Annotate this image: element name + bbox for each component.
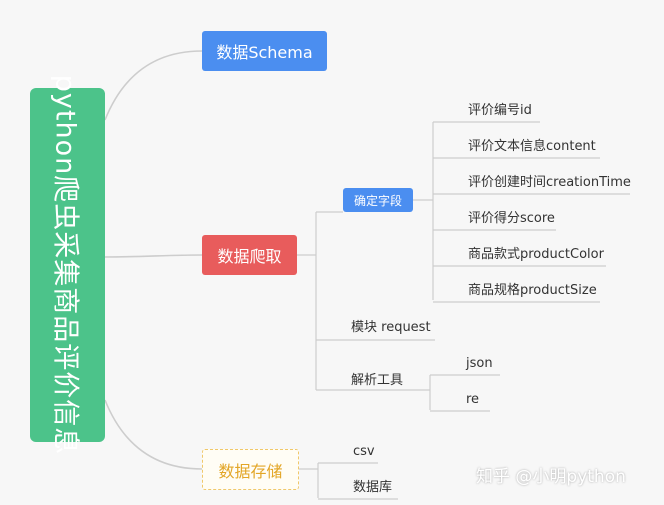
branch-crawl-label: 数据爬取 (217, 247, 282, 266)
branch-crawl[interactable]: 数据爬取 (202, 235, 297, 275)
parser-json[interactable]: json (466, 356, 493, 371)
subtopic-fields-label: 确定字段 (353, 193, 402, 208)
store-database[interactable]: 数据库 (353, 480, 393, 495)
root-topic-label: python爬虫采集商品评价信息 (49, 74, 80, 456)
root-topic[interactable]: python爬虫采集商品评价信息 (30, 75, 105, 455)
parser-re[interactable]: re (466, 392, 480, 407)
branch-store-label: 数据存储 (218, 461, 283, 481)
subtopic-fields[interactable]: 确定字段 (343, 188, 413, 212)
watermark: 知乎 @小明python (476, 467, 626, 487)
field-product-color[interactable]: 商品款式productColor (468, 247, 604, 262)
subtopic-module[interactable]: 模块 request (351, 320, 431, 335)
branch-schema-label: 数据Schema (216, 43, 313, 62)
store-csv[interactable]: csv (353, 444, 375, 459)
field-id[interactable]: 评价编号id (468, 103, 532, 118)
field-creation-time[interactable]: 评价创建时间creationTime (468, 175, 631, 190)
subtopic-parser[interactable]: 解析工具 (351, 373, 404, 388)
field-content[interactable]: 评价文本信息content (468, 139, 596, 154)
field-score[interactable]: 评价得分score (468, 211, 555, 226)
branch-store[interactable]: 数据存储 (202, 449, 299, 490)
branch-schema[interactable]: 数据Schema (202, 31, 327, 71)
field-product-size[interactable]: 商品规格productSize (468, 283, 597, 298)
